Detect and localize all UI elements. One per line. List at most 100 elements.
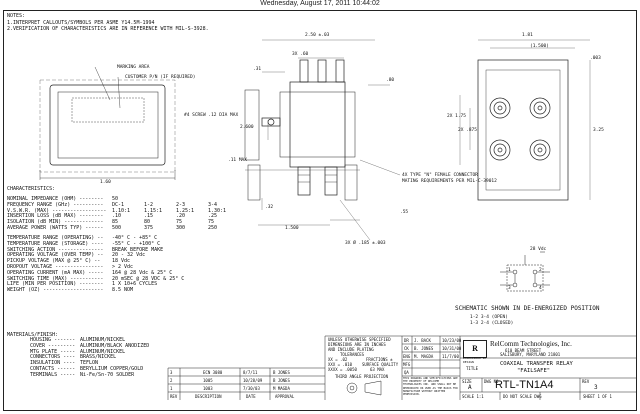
- title-line-2: "FAILSAFE": [517, 368, 551, 374]
- side-view: [244, 39, 401, 241]
- customer-pn-callout: CUSTOMER P/N (IF REQUIRED): [125, 75, 196, 80]
- relcomm-logo: R: [463, 340, 487, 358]
- spec-label: PICKUP VOLTAGE (MAX @ 25° C) --: [7, 258, 101, 265]
- signoff-role: MFG: [403, 362, 411, 367]
- note-2: 2.VERIFICATION OF CHARACTERISTICS ARE IN…: [7, 26, 209, 32]
- spec-label: WEIGHT (OZ) --------------------: [7, 287, 104, 294]
- front-view: [39, 66, 176, 180]
- pin-2: 2: [539, 268, 542, 273]
- spec-value: -40° C - +85° C: [112, 235, 158, 241]
- char-val: .25: [208, 213, 218, 220]
- note-1: 1.INTERPRET CALLOUTS/SYMBOLS PER ASME Y1…: [7, 20, 155, 26]
- connector-callout-1: 4X TYPE "N" FEMALE CONNECTOR: [402, 173, 478, 178]
- dim-1-500: 1.500: [285, 226, 299, 231]
- char-label: FREQUENCY RANGE (GHz) ----------: [7, 201, 104, 208]
- spec-row: OPERATING CURRENT (mA MAX) -----164 @ 28…: [7, 269, 267, 277]
- rev-desc: 1005: [203, 378, 213, 383]
- title-label: TITLE: [466, 366, 479, 371]
- spec-label: DROPOUT VOLTAGE ----------------: [7, 263, 104, 270]
- char-val: .20: [176, 213, 186, 220]
- size-value: A: [468, 384, 472, 391]
- end-view: [459, 39, 591, 201]
- proprietary-notice: THIS DRAWING AND SPECIFICATIONS ARE THE …: [403, 377, 458, 397]
- signoff-date: 11/7/00: [442, 354, 459, 359]
- signoff-name: M. MAGDA: [414, 354, 434, 359]
- spec-value: > 2 Vdc: [112, 263, 134, 270]
- char-val: 75: [176, 219, 183, 226]
- char-val: 1.25:1: [176, 207, 195, 214]
- signoff-name: B. JONES: [414, 346, 434, 351]
- spec-value: BREAK BEFORE MAKE: [112, 246, 164, 253]
- material-label: TERMINALS -----: [30, 371, 76, 378]
- spec-label: TEMPERATURE RANGE (OPERATING) --: [7, 235, 104, 241]
- pin-4: 4: [539, 286, 542, 291]
- dim-2-50: 2.50 ±.03: [305, 33, 330, 38]
- company-address-2: SALISBURY, MARYLAND 21801: [500, 352, 561, 357]
- dim-2-600: 2.600: [240, 125, 254, 130]
- material-row: MTG PLATE ----- ALUMINUM/NICKEL: [30, 348, 170, 356]
- material-value: TEFLON: [80, 360, 99, 367]
- title-block-grid: [167, 335, 637, 400]
- size-label: SIZE: [462, 379, 472, 384]
- material-value: ALUMINUM/BLACK ANODIZED: [80, 342, 150, 349]
- dim-31: .31: [253, 67, 262, 72]
- spec-value: 164 @ 28 Vdc & 25° C: [112, 269, 173, 276]
- material-value: Ni-Fe/Sn-70 SOLDER: [80, 371, 135, 378]
- rev-header: DESCRIPTION: [195, 394, 222, 399]
- char-label: ISOLATION (dB MIN) -------------: [7, 219, 104, 226]
- char-val: 1.10:1: [112, 207, 131, 214]
- rev-approval: M MAGDA: [273, 386, 290, 391]
- material-label: MTG PLATE -----: [30, 348, 76, 355]
- tol-line: XX = .02: [328, 357, 348, 362]
- spec-value: 20 mSEC @ 28 VDC & 25° C: [112, 275, 185, 282]
- signoff-role: DR: [404, 338, 409, 343]
- char-row: INSERTION LOSS (dB MAX) --------.10.15.2…: [7, 214, 267, 220]
- materials-list: HOUSING -------ALUMINUM/NICKEL COVER ---…: [30, 337, 170, 379]
- spec-label: SWITCHING TIME (MAX) -----------: [7, 275, 104, 282]
- tol-line: DIMENSIONS ARE IN INCHES: [328, 342, 386, 347]
- spec-value: 8.5 NOM: [112, 287, 134, 294]
- char-val: 250: [208, 224, 218, 231]
- char-val: 500: [112, 224, 122, 231]
- print-timestamp: Wednesday, August 17, 2011 10:44:02: [260, 0, 380, 7]
- dwg-label: DWG NO: [484, 379, 499, 384]
- spec-label: TEMPERATURE RANGE (STORAGE) ----: [7, 240, 104, 247]
- notes-title: NOTES:: [7, 13, 26, 19]
- dim-1-60: 1.60: [100, 180, 111, 185]
- tol-line: XXX = .010: [328, 362, 353, 367]
- char-val: 50: [112, 196, 119, 202]
- characteristics-title: CHARACTERISTICS:: [7, 186, 56, 192]
- rev-header: DATE: [246, 394, 256, 399]
- dim-2x-1-75: 2X 1.75: [447, 114, 466, 119]
- characteristics-table: NOMINAL IMPEDANCE (OHM) -------- 50 FREQU…: [7, 196, 267, 232]
- scale: SCALE 1:1: [462, 394, 484, 399]
- dim-2x-875: 2X .875: [458, 128, 477, 133]
- char-val: .10: [112, 213, 122, 220]
- spec-value: -55° C - +100° C: [112, 240, 161, 247]
- sheet-number: SHEET 1 OF 1: [583, 394, 612, 399]
- spec-value: 20 - 32 Vdc: [112, 252, 146, 259]
- spec-value: 18 Vdc: [112, 258, 131, 265]
- material-label: HOUSING -------: [30, 337, 76, 343]
- dim-32: .32: [265, 205, 274, 210]
- schematic-diagram: [500, 251, 550, 292]
- drawing-sheet: [3, 10, 637, 411]
- dim-3x-60: 3X .60: [292, 52, 309, 57]
- char-val: .15: [144, 213, 154, 220]
- rev-num: 1: [170, 386, 173, 391]
- spec-label: LIFE (MIN PER POSITION) --------: [7, 281, 104, 288]
- signoff-role: ENG: [403, 354, 411, 359]
- rev-num: 3: [170, 370, 173, 375]
- do-not-scale: DO NOT SCALE DWG: [503, 394, 542, 399]
- dim-80: .80: [386, 78, 395, 83]
- rev-desc: 1003: [203, 386, 213, 391]
- char-label: NOMINAL IMPEDANCE (OHM) --------: [7, 196, 104, 202]
- specs-list: TEMPERATURE RANGE (OPERATING) -- -40° C -…: [7, 235, 267, 294]
- material-value: ALUMINUM/NICKEL: [80, 348, 126, 355]
- char-val: 1.15:1: [144, 207, 163, 214]
- pin-3: 3: [508, 286, 511, 291]
- char-val: 1-2: [144, 201, 154, 208]
- tol-line: AND INCLUDE PLATING: [328, 347, 374, 352]
